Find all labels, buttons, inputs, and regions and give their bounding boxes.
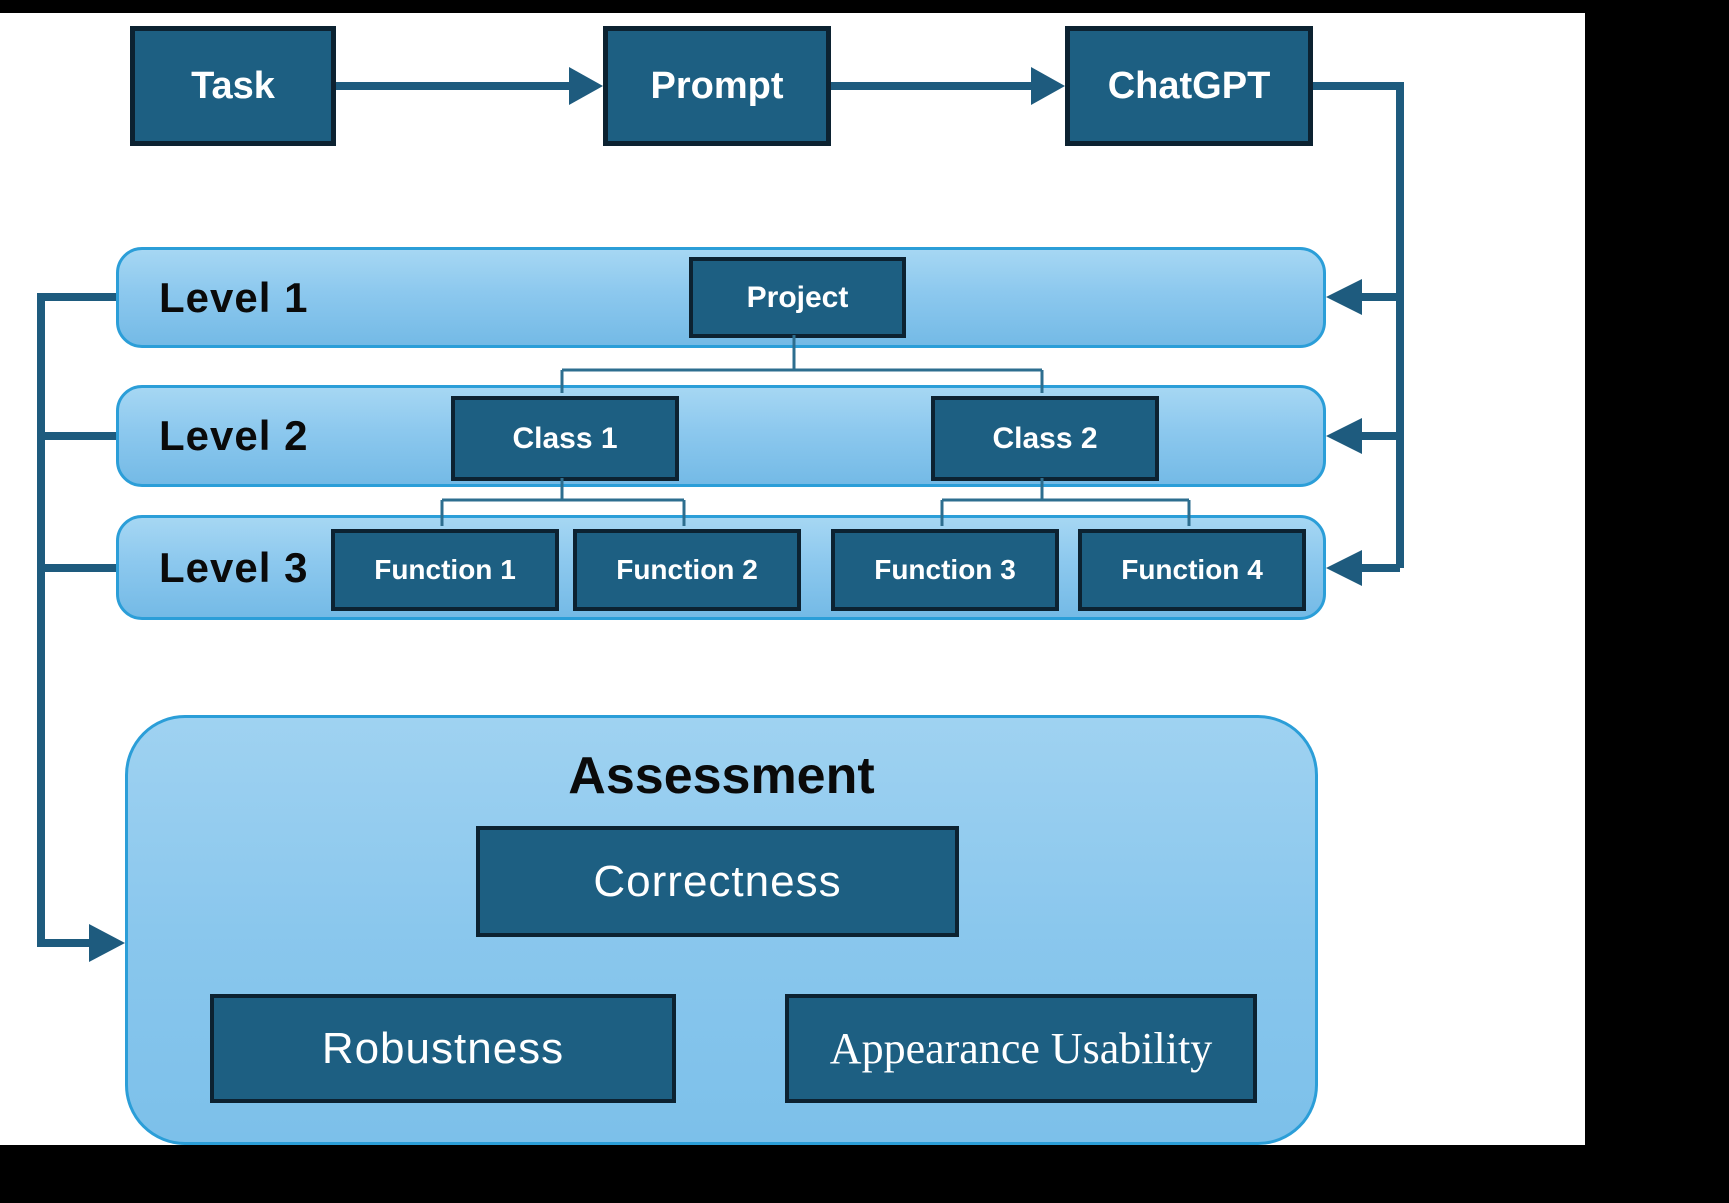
level-3-label: Level 3 bbox=[159, 543, 309, 591]
level-3-row: Level 3 Function 1 Function 2 Function 3… bbox=[116, 515, 1326, 620]
robustness-box: Robustness bbox=[210, 994, 676, 1103]
function-1-box: Function 1 bbox=[331, 529, 559, 611]
class-1-box: Class 1 bbox=[451, 396, 679, 481]
appearance-usability-box: Appearance Usability bbox=[785, 994, 1257, 1103]
level-2-label: Level 2 bbox=[159, 412, 309, 459]
level-1-label: Level 1 bbox=[159, 273, 309, 321]
flow-node-task: Task bbox=[130, 26, 336, 146]
function-4-box: Function 4 bbox=[1078, 529, 1306, 611]
assessment-title: Assessment bbox=[568, 747, 875, 805]
assessment-panel: Assessment Correctness Robustness Appear… bbox=[125, 715, 1318, 1145]
flow-node-prompt: Prompt bbox=[603, 26, 831, 146]
level-2-row: Level 2 Class 1 Class 2 bbox=[116, 385, 1326, 487]
correctness-box: Correctness bbox=[476, 826, 959, 937]
level-1-row: Level 1 Project bbox=[116, 247, 1326, 348]
function-2-box: Function 2 bbox=[573, 529, 801, 611]
flow-node-chatgpt: ChatGPT bbox=[1065, 26, 1313, 146]
function-3-box: Function 3 bbox=[831, 529, 1059, 611]
class-2-box: Class 2 bbox=[931, 396, 1159, 481]
project-box: Project bbox=[689, 257, 906, 338]
